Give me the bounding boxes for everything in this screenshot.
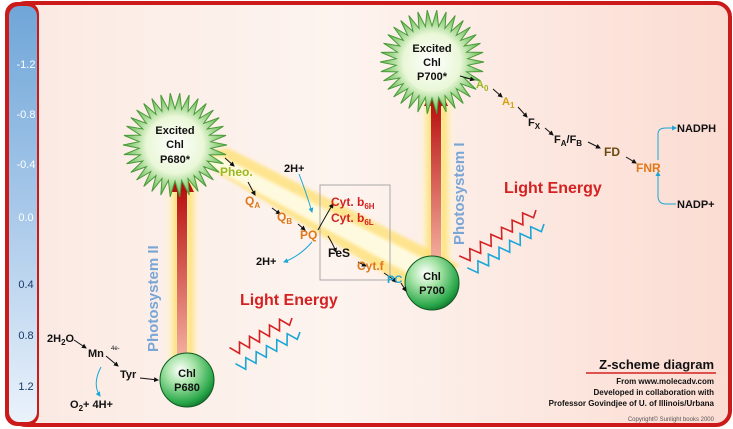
electron-path-ps1: [459, 75, 637, 164]
cytf-label: Cyt.f: [357, 259, 385, 273]
credits-line3: Professor Govindjee of U. of Illinois/Ur…: [549, 399, 715, 408]
nadph-arrow: [657, 125, 677, 160]
axis-tick-label: -1.2: [17, 59, 36, 71]
axis-tick-label: 0.0: [18, 212, 33, 224]
nadp-plus-arrow: [655, 171, 676, 205]
credits-title: Z-scheme diagram: [599, 357, 714, 372]
excited-p680-line3: P680*: [160, 154, 191, 166]
excited-p700-burst: Excited Chl P700*: [379, 10, 485, 114]
cyt-b6h-label: Cyt. b6H: [331, 195, 375, 211]
nadp-plus-label: NADP+: [677, 199, 715, 211]
photon-waves-left: [229, 317, 301, 371]
excited-p700-line3: P700*: [417, 71, 448, 83]
qa-label: QA: [245, 194, 260, 210]
cytb6f-complex-box: [319, 184, 391, 281]
a1-label: A1: [502, 96, 515, 110]
excited-p700-line2: Chl: [423, 57, 441, 69]
p680-line2: P680: [174, 382, 200, 394]
energy-axis: -1.2 -0.8 -0.4 0.0 0.4 0.8 1.2: [5, 2, 39, 426]
excited-p700-line1: Excited: [412, 43, 451, 55]
fnr-label: FNR: [636, 161, 661, 175]
fx-label: FX: [528, 117, 541, 131]
p680-line1: Chl: [178, 368, 196, 380]
proton-top-label: 2H+: [284, 163, 305, 175]
proton-release-arrow: [283, 241, 313, 263]
axis-tick-label: 1.2: [18, 381, 33, 393]
nadph-label: NADPH: [677, 123, 716, 135]
p700-line2: P700: [419, 285, 445, 297]
credits-block: Z-scheme diagram From www.molecadv.com D…: [549, 357, 716, 423]
electron-charge-label: 4e-: [111, 346, 120, 352]
fafb-label: FA/FB: [554, 134, 582, 148]
p700-line1: Chl: [423, 271, 441, 283]
cyt-b6l-label: Cyt. b6L: [331, 211, 374, 227]
axis-tick-label: -0.4: [17, 159, 36, 171]
electron-path-ps2: [224, 157, 407, 292]
pq-label: PQ: [300, 228, 317, 242]
qb-label: QB: [277, 210, 292, 226]
excited-p680-line2: Chl: [166, 139, 184, 151]
photosystem-i-label: Photosystem I: [451, 142, 468, 245]
chl-p700-sphere: Chl P700: [404, 255, 460, 311]
axis-tick-label: 0.4: [18, 279, 33, 291]
oxygen-products-label: O2+ 4H+: [70, 399, 113, 413]
proton-uptake-arrow: [298, 173, 314, 213]
mn-cluster-label: Mn: [88, 348, 104, 360]
water-splitting-path: [73, 339, 159, 383]
credits-line1: From www.molecadv.com: [616, 377, 714, 386]
oxygen-release-arrow: [95, 366, 102, 397]
fd-label: FD: [604, 145, 620, 159]
a0-label: A0: [476, 79, 489, 93]
fes-label: FeS: [328, 246, 350, 260]
excited-p680-burst: Excited Chl P680*: [122, 93, 228, 197]
axis-tick-label: -0.8: [17, 109, 36, 121]
tyr-label: Tyr: [120, 369, 137, 381]
proton-bottom-label: 2H+: [256, 256, 277, 268]
pc-label: PC: [387, 274, 402, 286]
water-label: 2H2O: [47, 333, 75, 347]
pheo-label: Pheo.: [220, 165, 253, 179]
photosystem-ii-label: Photosystem II: [145, 245, 162, 352]
photon-waves-right: [458, 209, 545, 275]
excited-p680-line1: Excited: [155, 125, 194, 137]
credits-line2: Developed in collaboration with: [594, 388, 715, 397]
copyright-label: Copyright© Sunlight books 2000: [628, 416, 715, 423]
light-energy-left-label: Light Energy: [240, 292, 338, 309]
axis-tick-label: 0.8: [18, 330, 33, 342]
light-energy-right-label: Light Energy: [504, 180, 602, 197]
chl-p680-sphere: Chl P680: [159, 352, 215, 408]
